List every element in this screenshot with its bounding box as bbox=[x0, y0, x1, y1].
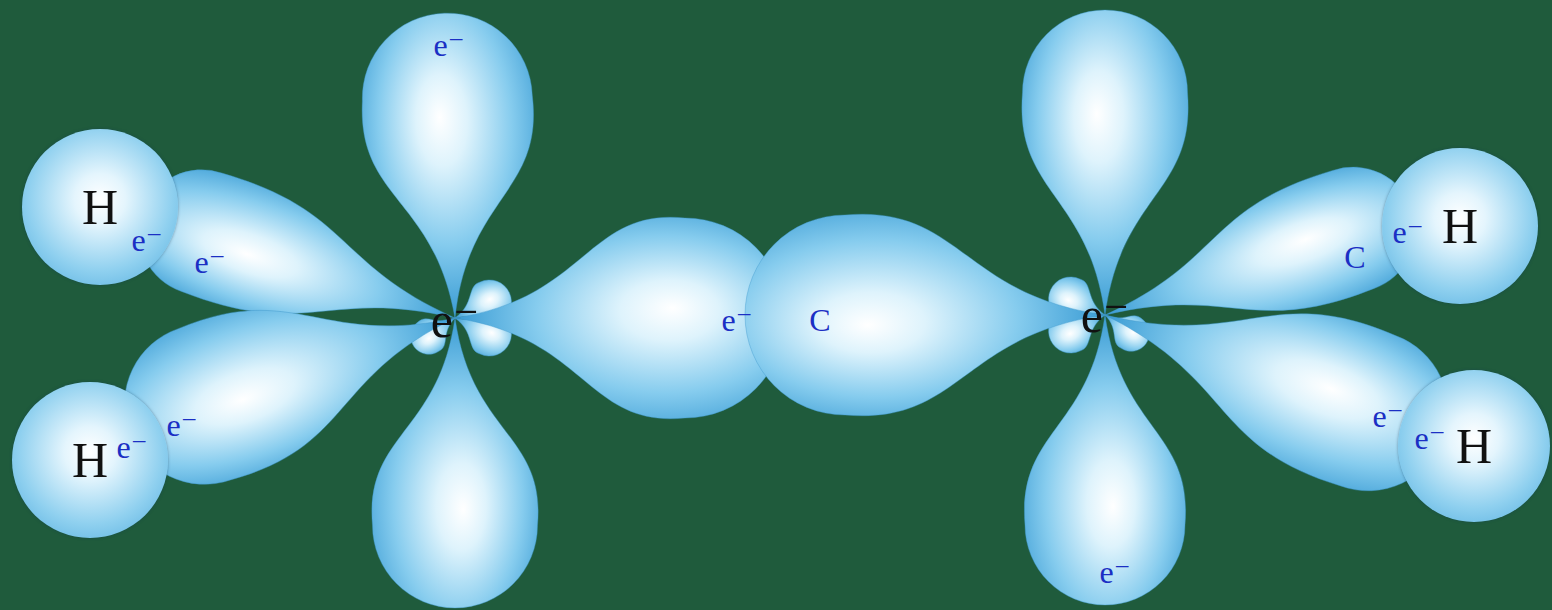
electron-label: e⁻ bbox=[1099, 556, 1130, 588]
hydrogen-atom: H bbox=[22, 129, 178, 285]
electron-label: e⁻ bbox=[433, 29, 464, 61]
orbital-lobe bbox=[372, 318, 538, 608]
atom-symbol: H bbox=[1456, 421, 1492, 471]
atom-symbol: e⁻ bbox=[431, 295, 480, 345]
atom-symbol: H bbox=[1442, 201, 1478, 251]
electron-label: e⁻ bbox=[1392, 216, 1423, 248]
orbital-lobe bbox=[1024, 315, 1185, 605]
electron-label: C bbox=[1344, 241, 1365, 273]
electron-label: e⁻ bbox=[194, 246, 225, 278]
electron-label: e⁻ bbox=[1372, 400, 1403, 432]
electron-label: C bbox=[809, 304, 830, 336]
orbital-lobe bbox=[455, 217, 785, 419]
electron-label: e⁻ bbox=[116, 431, 147, 463]
atom-symbol: H bbox=[82, 182, 118, 232]
orbital-lobe bbox=[745, 214, 1105, 416]
electron-label: e⁻ bbox=[1414, 422, 1445, 454]
orbital-lobe bbox=[359, 10, 541, 321]
electron-label: e⁻ bbox=[721, 304, 752, 336]
electron-label: e⁻ bbox=[166, 409, 197, 441]
atom-symbol: e⁻ bbox=[1081, 290, 1130, 340]
atom-symbol: H bbox=[72, 435, 108, 485]
electron-label: e⁻ bbox=[131, 224, 162, 256]
orbital-lobe bbox=[1022, 10, 1188, 315]
